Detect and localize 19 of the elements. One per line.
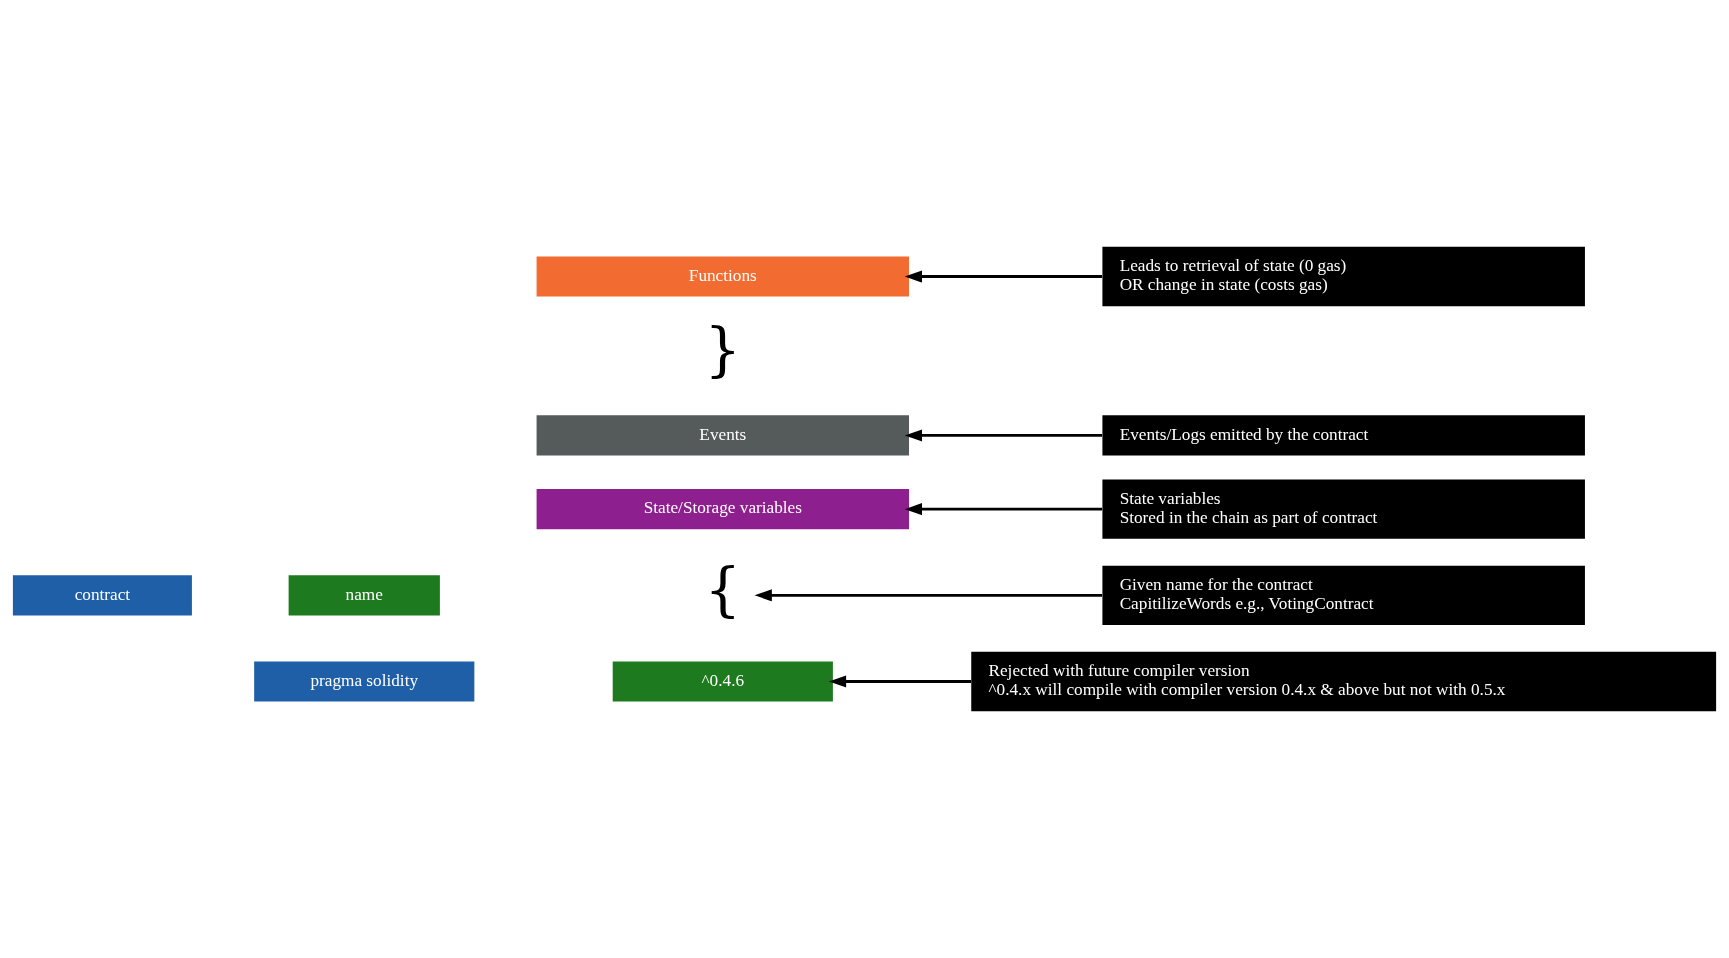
arrow bbox=[828, 675, 972, 688]
arrow bbox=[904, 503, 1103, 516]
node-box: Events bbox=[536, 415, 909, 456]
node-box: pragma solidity bbox=[254, 661, 475, 702]
node-box: Functions bbox=[536, 256, 909, 297]
node-box: ^0.4.6 bbox=[612, 661, 833, 702]
node-box: Given name for the contract CapitilizeWords e.g., VotingContract bbox=[1102, 565, 1585, 625]
node-box: Events/Logs emitted by the contract bbox=[1102, 415, 1585, 456]
node-box: name bbox=[288, 575, 440, 616]
label: } bbox=[704, 317, 742, 385]
node-box: Rejected with future compiler version ^0.4.x will compile with compiler version 0.4.x & above but not with 0.5.x bbox=[971, 651, 1717, 712]
node-box: contract bbox=[12, 575, 192, 616]
arrow bbox=[754, 589, 1103, 602]
node-box: State/Storage variables bbox=[536, 489, 909, 530]
node-text: { bbox=[704, 556, 742, 624]
arrow bbox=[904, 429, 1103, 442]
node-box: State variables Stored in the chain as part of contract bbox=[1102, 479, 1585, 539]
arrow bbox=[904, 270, 1103, 283]
node-box: Leads to retrieval of state (0 gas) OR change in state (costs gas) bbox=[1102, 246, 1585, 307]
